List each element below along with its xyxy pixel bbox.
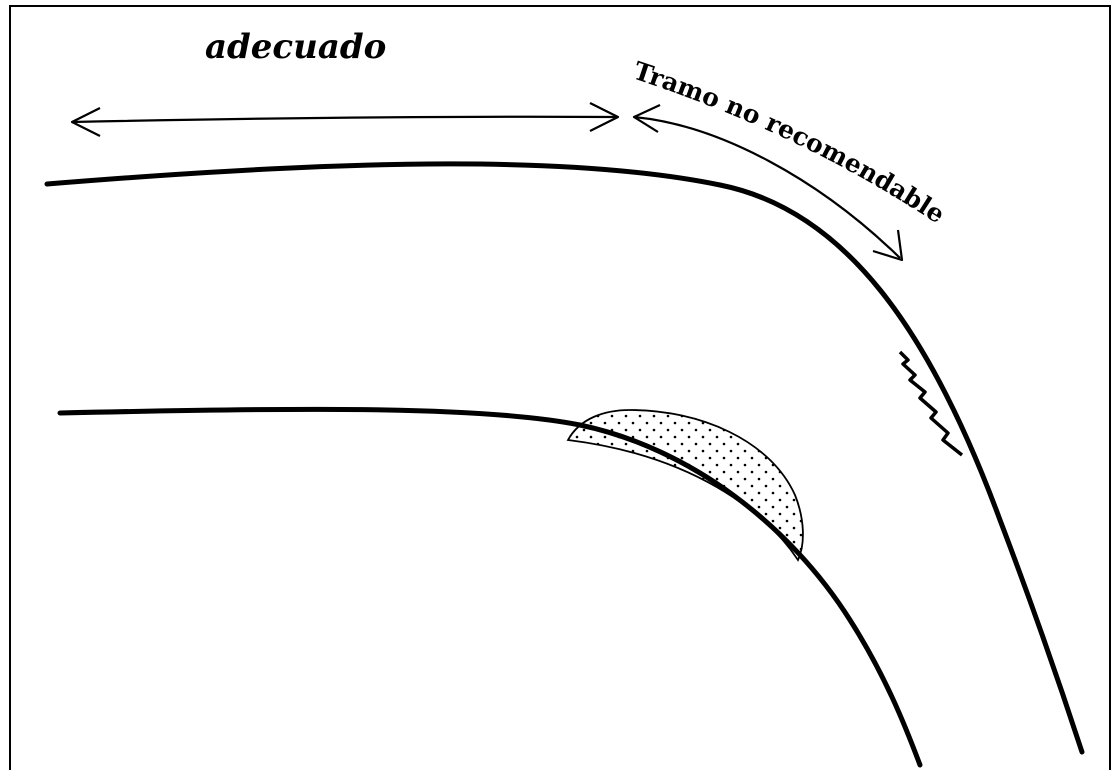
label-tramo-textpath: Tramo no recomendable xyxy=(630,56,950,229)
stippled-area xyxy=(566,409,804,562)
label-adecuado: adecuado xyxy=(205,27,386,67)
tramo-arrow xyxy=(632,104,904,262)
lower-curve-line xyxy=(57,406,923,768)
rough-segment xyxy=(898,350,964,457)
frame-border xyxy=(9,5,1111,770)
upper-curve-line xyxy=(44,161,1085,755)
label-tramo-no-recomendable: Tramo no recomendable xyxy=(630,56,950,229)
adecuado-arrow xyxy=(70,102,620,137)
